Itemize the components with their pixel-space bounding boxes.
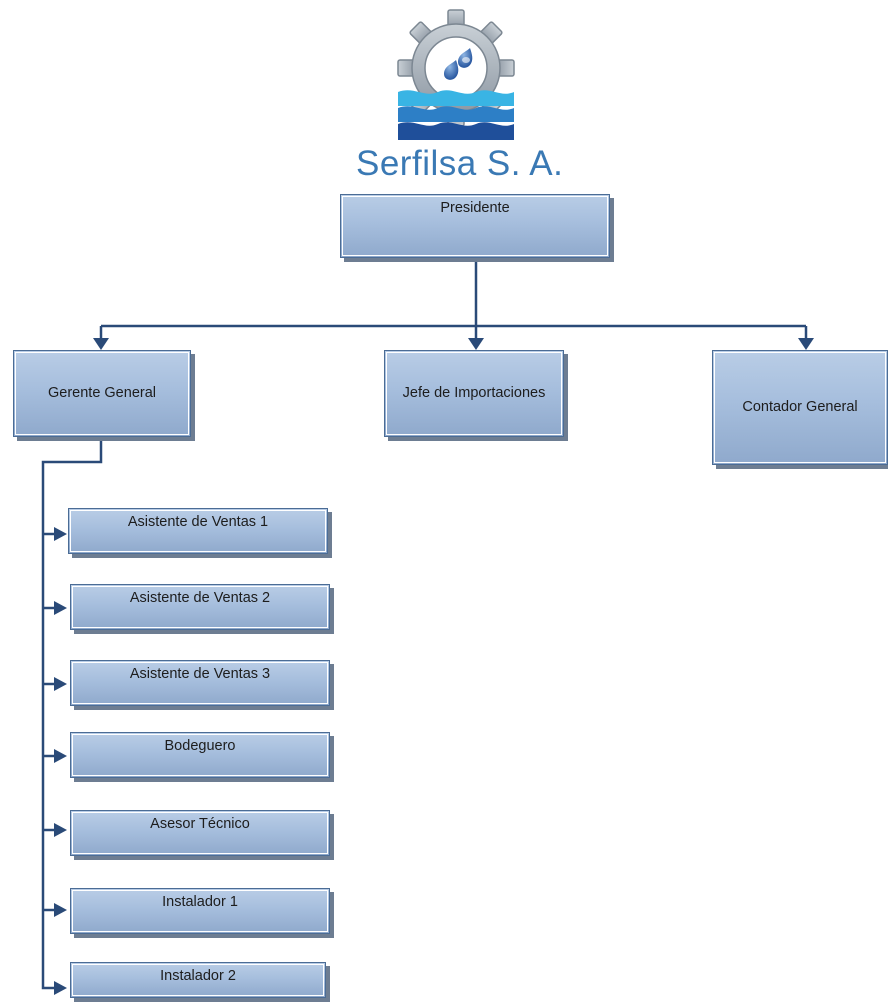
node-asistente-de-ventas-1: Asistente de Ventas 1 bbox=[68, 508, 328, 554]
waves-icon bbox=[398, 90, 514, 140]
node-asistente-de-ventas-2: Asistente de Ventas 2 bbox=[70, 584, 330, 630]
water-drops-icon bbox=[444, 48, 473, 80]
company-name: Serfilsa S. A. bbox=[356, 144, 564, 183]
node-contador-general: Contador General bbox=[712, 350, 888, 465]
company-logo bbox=[397, 9, 515, 140]
node-instalador-1: Instalador 1 bbox=[70, 888, 330, 934]
node-presidente: Presidente bbox=[340, 194, 610, 258]
node-jefe-de-importaciones: Jefe de Importaciones bbox=[384, 350, 564, 437]
node-bodeguero: Bodeguero bbox=[70, 732, 330, 778]
node-asesor-tecnico: Asesor Técnico bbox=[70, 810, 330, 856]
node-gerente-general: Gerente General bbox=[13, 350, 191, 437]
node-asistente-de-ventas-3: Asistente de Ventas 3 bbox=[70, 660, 330, 706]
node-instalador-2: Instalador 2 bbox=[70, 962, 326, 998]
